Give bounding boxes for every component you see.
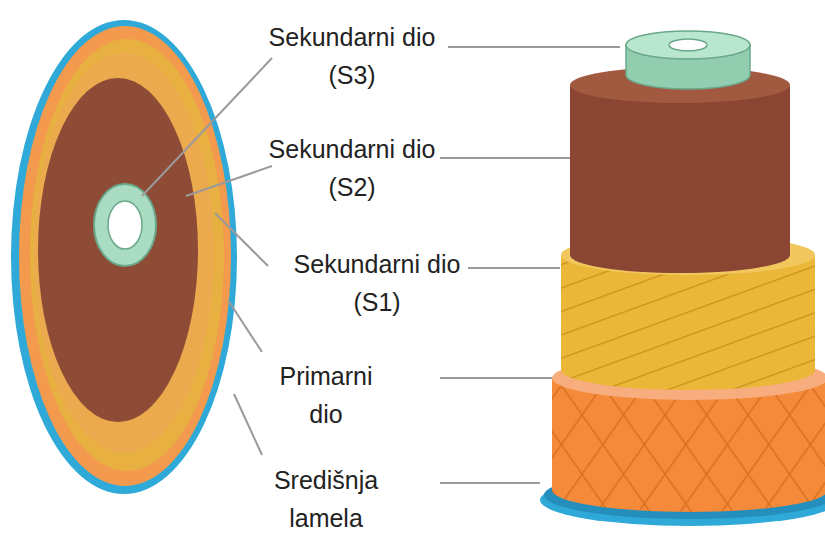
- layer-label: Primarni dio: [261, 357, 391, 433]
- leader-lines: [142, 47, 620, 483]
- layer-label: Središnja lamela: [251, 461, 401, 537]
- cross-section: [11, 20, 237, 494]
- layer-label: Sekundarni dio (S2): [267, 130, 437, 206]
- layer-label: Sekundarni dio (S3): [267, 18, 437, 94]
- layer-stack: [540, 31, 825, 526]
- layer-label: Sekundarni dio (S1): [292, 245, 462, 321]
